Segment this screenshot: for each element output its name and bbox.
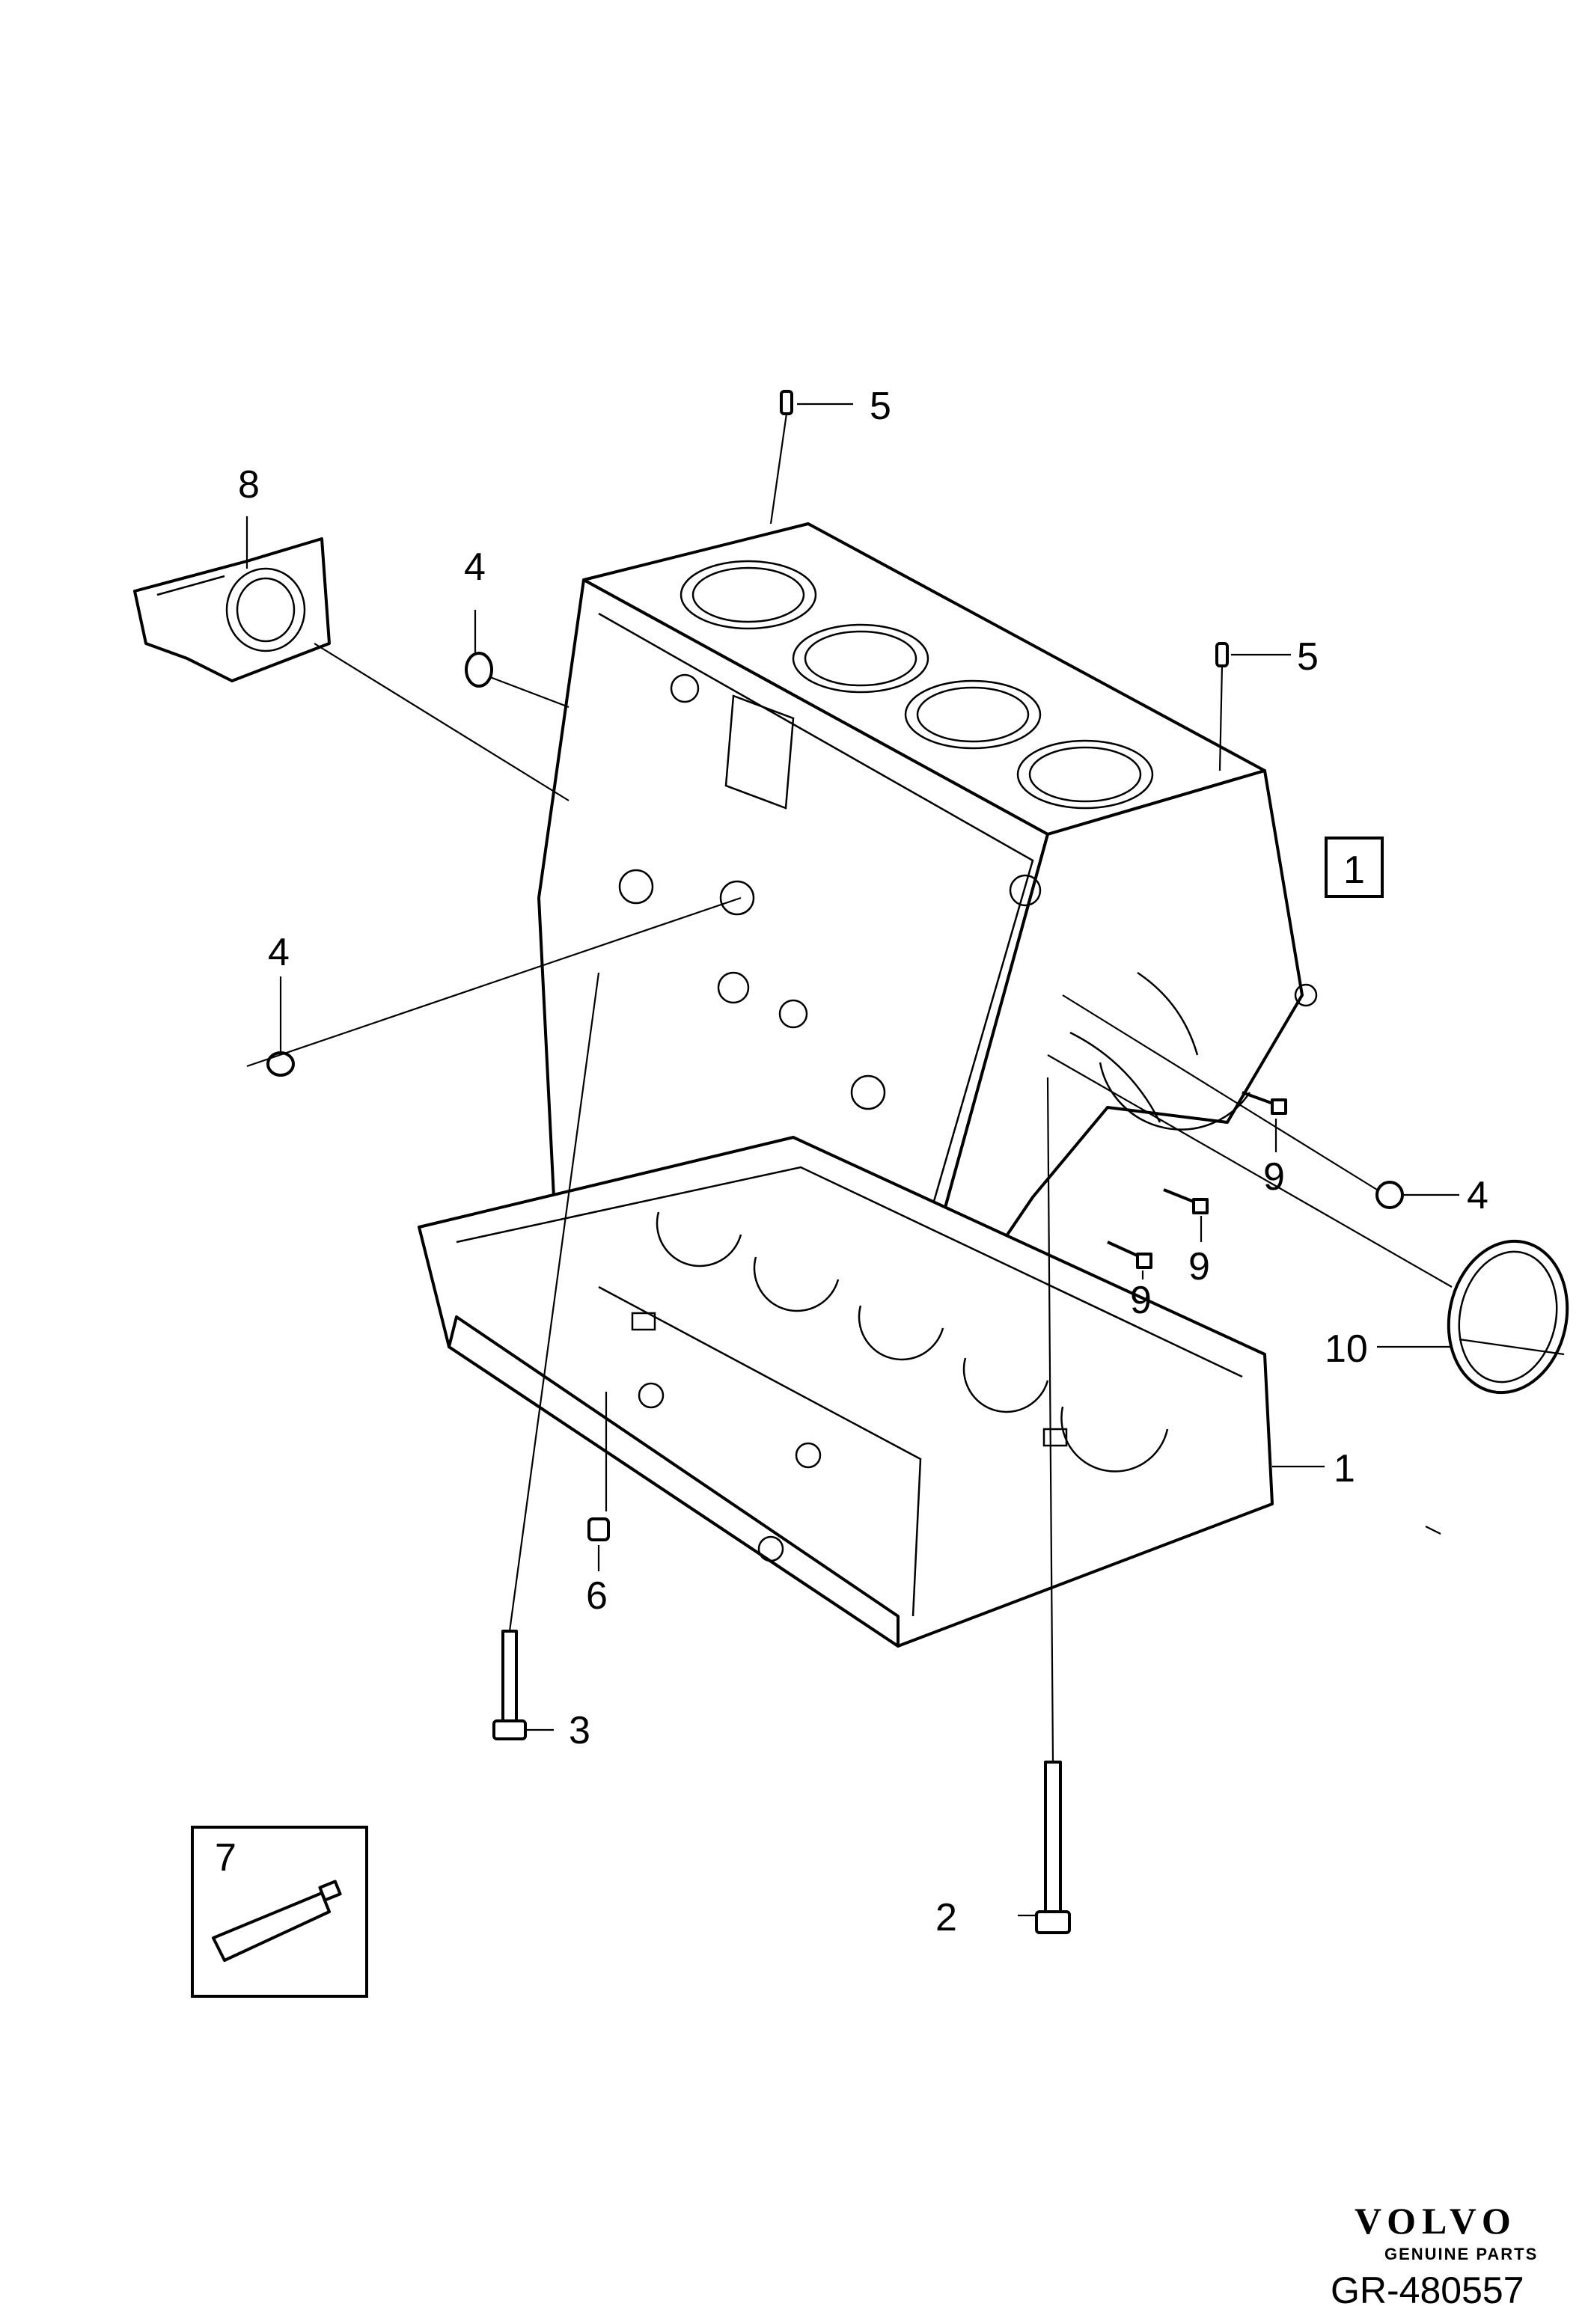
callout-9b: 9	[1188, 1245, 1210, 1288]
callout-9a: 9	[1263, 1155, 1285, 1199]
dowel-pin-part-5b	[1215, 642, 1229, 667]
sealant-box-part-7: 7	[191, 1826, 368, 1998]
callout-5a: 5	[870, 385, 891, 428]
brand-name: VOLVO	[1355, 2200, 1517, 2242]
core-plug-part-4b	[266, 1051, 295, 1077]
callout-8: 8	[238, 463, 260, 507]
callout-4b: 4	[268, 931, 290, 974]
callout-10: 10	[1325, 1327, 1368, 1371]
callout-4c: 4	[1467, 1174, 1488, 1217]
cover-plate-part-8	[133, 537, 331, 682]
dowel-pin-part-5a	[780, 390, 793, 415]
bolt-part-3	[492, 1630, 527, 1740]
studs-part-9	[1107, 1091, 1287, 1269]
crankcase-bedplate	[418, 1136, 1274, 1648]
core-plug-part-4c	[1375, 1181, 1404, 1209]
callout-1: 1	[1334, 1447, 1355, 1490]
sleeve-part-6	[587, 1517, 610, 1541]
volvo-branding: VOLVO GENUINE PARTS GR-480557	[1331, 2200, 1538, 2311]
diagram-reference-number: GR-480557	[1331, 2269, 1524, 2311]
callout-7: 7	[215, 1836, 236, 1880]
boxed-callout-1: 1	[1343, 848, 1365, 892]
callout-6: 6	[586, 1574, 608, 1618]
sealant-tube-icon	[212, 1880, 342, 1962]
core-plug-part-4a	[465, 652, 493, 688]
callout-5b: 5	[1297, 635, 1319, 679]
assembly-reference-box: 1	[1325, 837, 1384, 898]
callout-labels: 5 8 4 5 4 9 4 9 9 10 1 6 3 2	[238, 385, 1488, 1939]
callout-3: 3	[569, 1709, 590, 1752]
bolt-part-2	[1035, 1761, 1071, 1934]
callout-2: 2	[935, 1896, 957, 1939]
leader-lines	[245, 403, 1565, 1917]
seal-ring-part-10	[1447, 1239, 1569, 1395]
brand-tagline: GENUINE PARTS	[1384, 2245, 1538, 2263]
callout-9c: 9	[1130, 1279, 1152, 1322]
callout-4a: 4	[464, 545, 486, 589]
